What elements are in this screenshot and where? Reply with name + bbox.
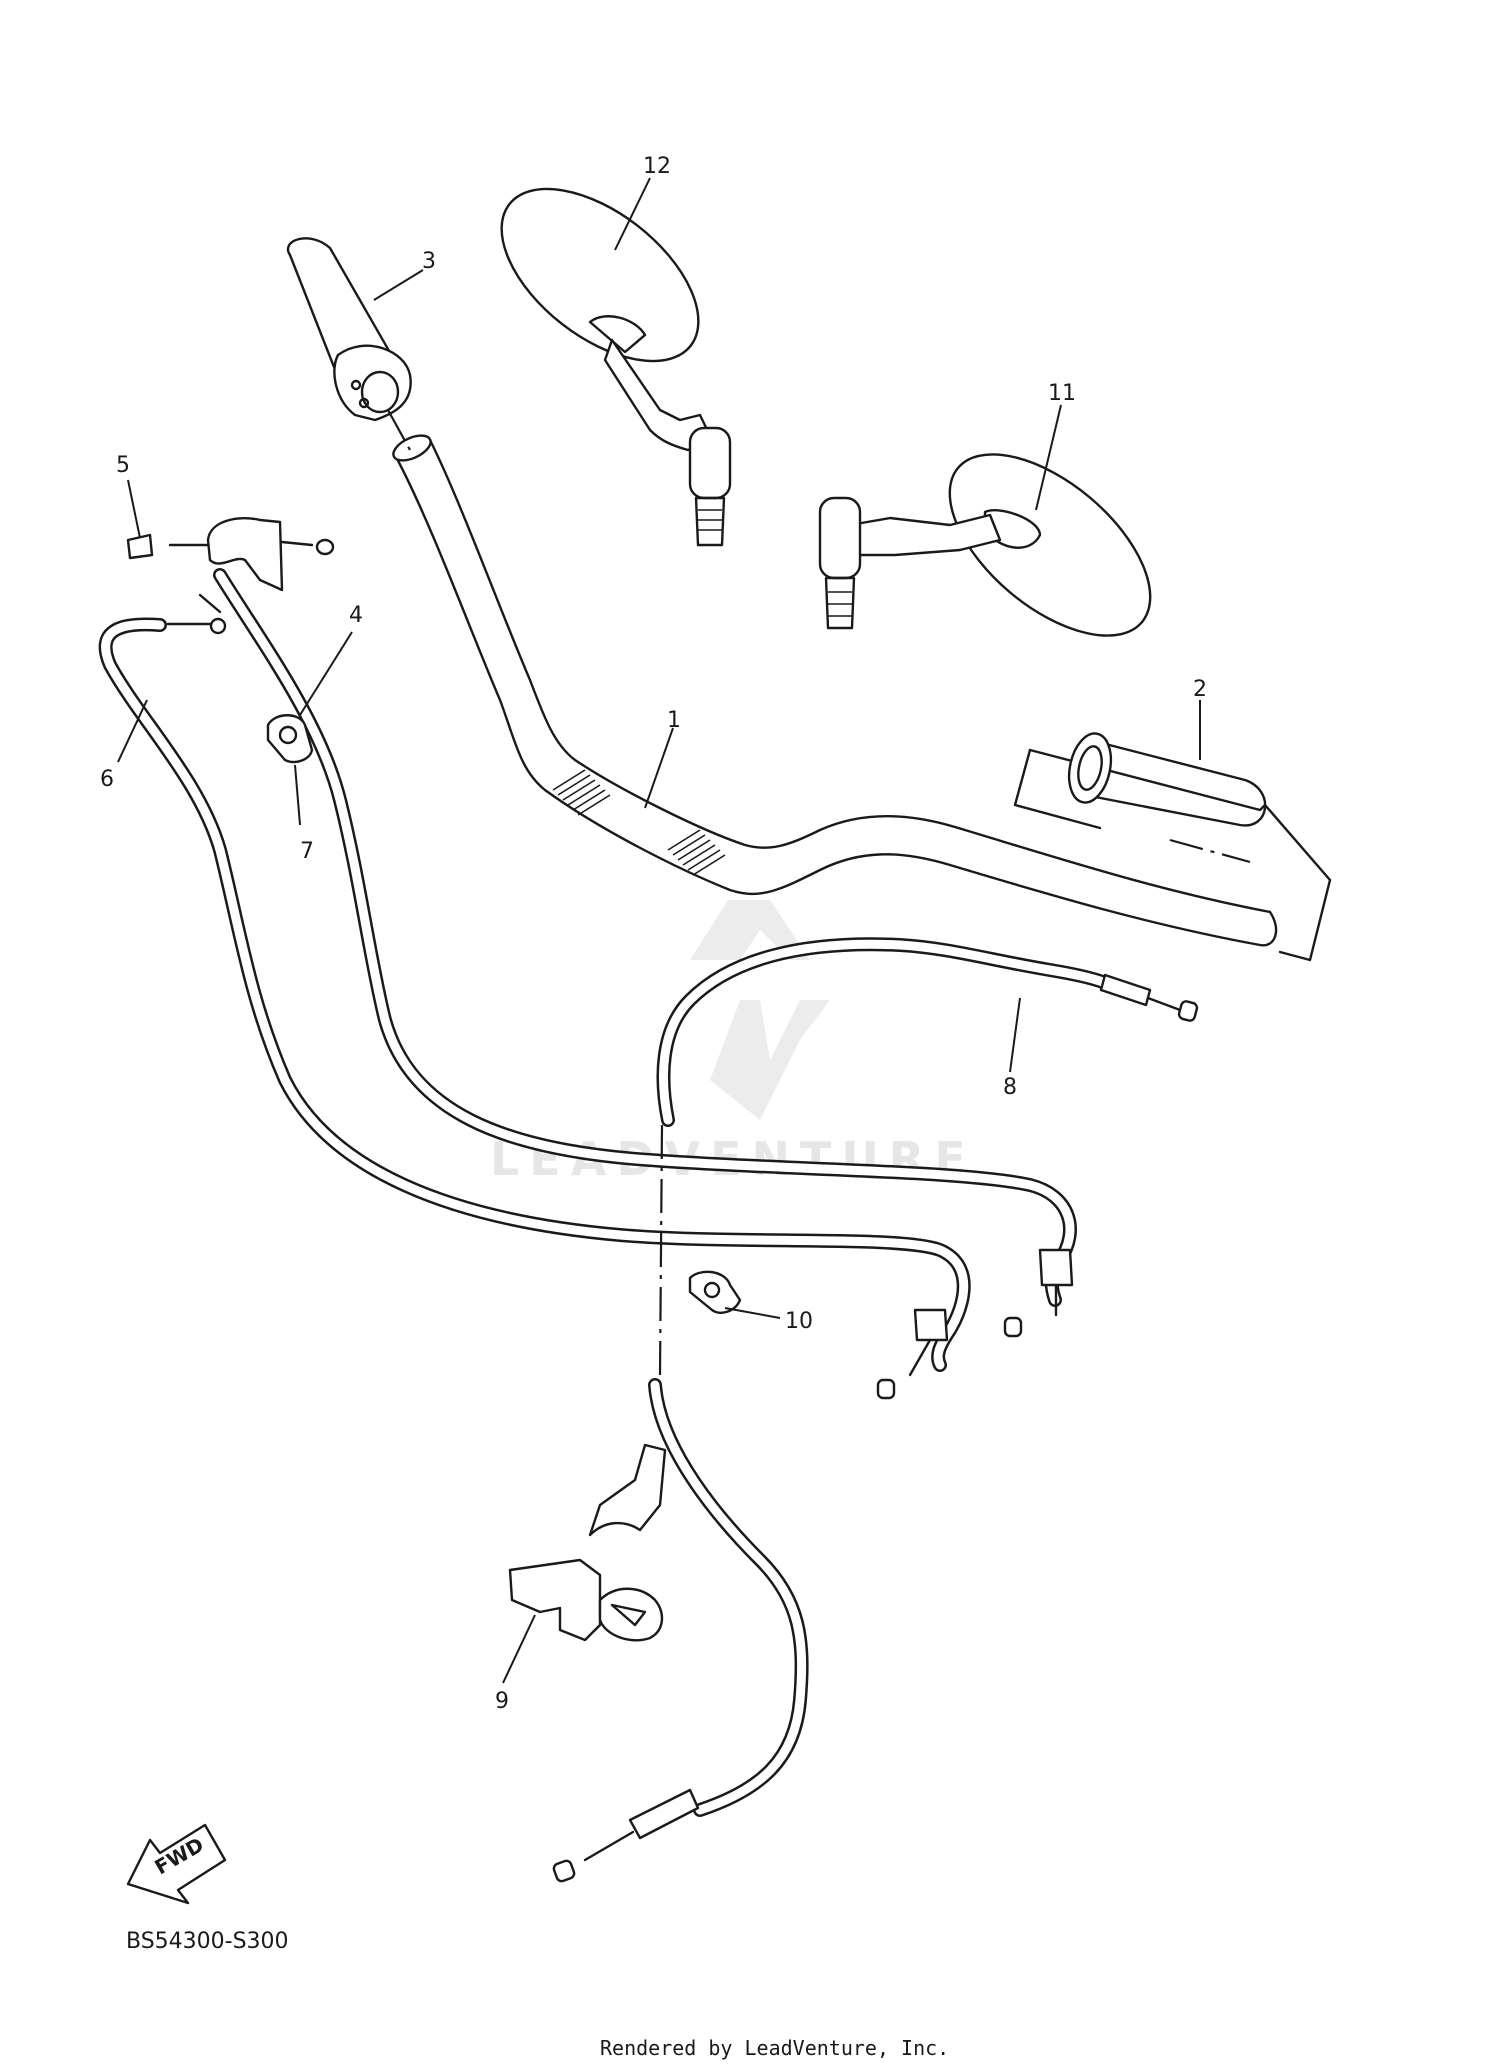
callout-12: 12 bbox=[643, 154, 671, 179]
knurl-band-right bbox=[667, 829, 726, 876]
callout-10: 10 bbox=[785, 1309, 813, 1334]
cable-bracket bbox=[126, 517, 335, 635]
callout-11: 11 bbox=[1048, 381, 1076, 406]
callout-6: 6 bbox=[100, 767, 114, 792]
cable-clamp-small bbox=[266, 714, 314, 764]
callout-8: 8 bbox=[1003, 1075, 1017, 1100]
callout-3: 3 bbox=[422, 249, 436, 274]
leader-lines bbox=[117, 177, 1201, 1684]
callout-numbers: 1 2 3 4 5 6 7 8 9 10 11 12 bbox=[100, 154, 1207, 1714]
knurl-band-left bbox=[552, 769, 611, 816]
render-credit: Rendered by LeadVenture, Inc. bbox=[600, 2036, 949, 2060]
mirror-right bbox=[818, 453, 1152, 637]
reference-code: BS54300-S300 bbox=[126, 1929, 289, 1954]
cable-end-fittings bbox=[552, 973, 1199, 1883]
callout-5: 5 bbox=[116, 453, 130, 478]
fwd-arrow-icon: FWD bbox=[126, 1823, 227, 1905]
callout-2: 2 bbox=[1193, 677, 1207, 702]
callout-7: 7 bbox=[300, 839, 314, 864]
handlebar bbox=[392, 434, 1278, 947]
cables bbox=[98, 568, 1117, 1817]
callout-4: 4 bbox=[349, 603, 363, 628]
callout-1: 1 bbox=[667, 708, 681, 733]
cable-guide bbox=[688, 1270, 742, 1314]
left-grip bbox=[286, 237, 412, 451]
callout-9: 9 bbox=[495, 1689, 509, 1714]
cable-holder bbox=[508, 1443, 667, 1642]
right-grip bbox=[1013, 732, 1332, 962]
mirror-left bbox=[500, 187, 732, 547]
